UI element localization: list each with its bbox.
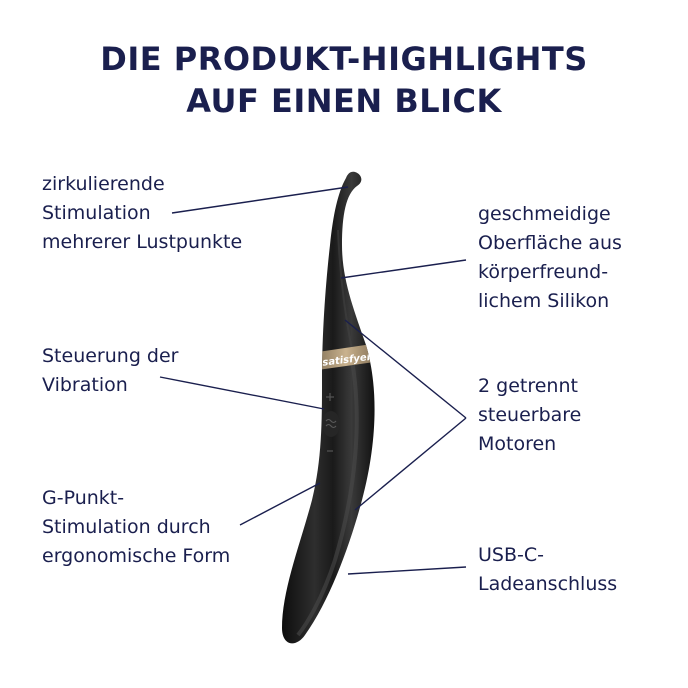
leader-line-gspot [239,482,321,526]
mode-button[interactable] [322,411,340,437]
title-line-1: DIE PRODUKT-HIGHLIGHTS [100,40,588,78]
leader-line-motor-lower [354,417,467,511]
callout-dual-motors: 2 getrennt steuerbare Motoren [478,375,582,455]
callout-silicone-surface: geschmeidige Oberfläche aus körperfreund… [478,203,622,312]
leader-line-motor-upper [344,319,467,419]
leader-line-usb [347,566,467,575]
callout-circular-stimulation: zirkulierende Stimulation mehrerer Lustp… [42,173,243,253]
leader-lines [159,186,467,575]
callout-usb-c-charging: USB-C- Ladeanschluss [478,544,618,595]
vibrator-device: satisfyer [282,171,375,644]
control-buttons[interactable] [322,393,340,452]
title-line-2: AUF EINEN BLICK [186,82,502,120]
leader-line-controls [159,376,325,410]
callout-gspot-stimulation: G-Punkt- Stimulation durch ergonomische … [42,487,231,567]
plus-button[interactable] [326,393,334,401]
page-title: DIE PRODUKT-HIGHLIGHTS AUF EINEN BLICK [0,38,688,122]
leader-line-tip [171,186,349,214]
callout-vibration-control: Steuerung der Vibration [42,345,179,396]
device-body [282,171,375,644]
brand-band [318,344,374,370]
leader-line-surface [340,259,467,279]
